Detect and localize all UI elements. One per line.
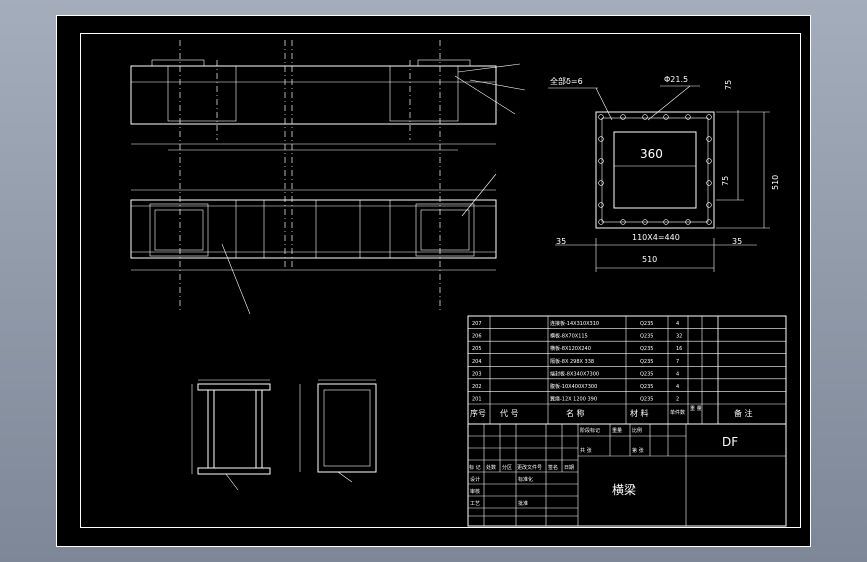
bolt-hole [706,219,712,225]
tb-approve: 批准 [518,500,528,507]
dim-overall-width: 510 [642,255,657,264]
plan-view [130,173,497,315]
bolt-hole [706,114,712,120]
bolt-hole [706,158,712,164]
part-name: 翼缘-12X 1200 390 [550,396,597,403]
tb-stage: 阶段标记 [580,427,600,434]
part-name: 横板-8X120X240 [550,345,591,352]
dim-edge-left: 35 [556,237,566,246]
bolt-hole [598,158,604,164]
part-no: 207 [472,321,482,327]
part-material: Q235 [640,359,653,365]
outer-border [56,15,811,547]
elevation-view [130,40,526,310]
part-no: 206 [472,334,482,340]
tb-date: 日期 [564,465,574,471]
hdr-material: 材 料 [630,408,649,418]
dim-side: 510 [771,175,780,190]
bolt-hole [706,180,712,186]
hdr-code: 代 号 [500,408,519,418]
bolt-hole [598,136,604,142]
tb-checker: 审核 [470,488,480,495]
part-name: 横板-8X70X115 [550,333,588,340]
part-no: 201 [472,397,482,403]
inner-opening [613,131,697,209]
drawing-title: 横梁 [612,482,636,497]
hdr-weight: 重 量 [690,405,702,412]
flange-plate [595,111,715,229]
bolt-hole [706,136,712,142]
dim-edge-right: 35 [732,237,742,246]
tb-sheet-no: 第 张 [632,447,644,454]
tb-marks: 标 记 [469,464,481,471]
title-block: 标 记 处数 分区 更改文件号 签名 日期 设计 标准化 审核 工艺 批准 阶段… [467,423,787,527]
bolt-hole [685,219,691,225]
dim-inner-width: 360 [640,147,663,161]
bolt-hole [598,219,604,225]
part-qty: 4 [676,384,679,390]
bolt-hole [642,114,648,120]
bolt-hole [642,219,648,225]
tb-process: 工艺 [470,501,480,507]
part-no: 203 [472,371,482,377]
hdr-name: 名 称 [566,408,585,418]
hdr-no: 序号 [470,408,486,418]
tb-change-doc: 更改文件号 [517,464,542,471]
part-name: 端封板-8X340X7300 [550,370,599,377]
part-qty: 4 [676,371,679,377]
tb-zone: 分区 [502,464,512,471]
part-name: 腹板-10X400X7300 [550,383,597,390]
part-no: 204 [472,359,482,365]
bolt-hole [598,114,604,120]
part-qty: 4 [676,321,679,327]
inner-border [80,33,801,528]
part-no: 202 [472,384,482,390]
bolt-hole [663,114,669,120]
tb-sign: 签名 [548,464,558,471]
part-material: Q235 [640,321,653,327]
tb-scale: 比例 [632,427,642,434]
tb-revisions: 处数 [486,464,496,471]
dim-side-inner: 75 [721,176,730,186]
part-name: 隔板-8X 298X 338 [550,358,594,365]
bolt-hole [685,114,691,120]
part-material: Q235 [640,384,653,390]
bolt-hole [598,202,604,208]
part-qty: 32 [676,334,682,340]
part-qty: 2 [676,397,679,403]
beam-elevation-outline [130,65,497,125]
bolt-holes [598,114,712,225]
bolt-hole [598,180,604,186]
beam-plan-outline [130,199,497,259]
note-all-thickness: 全部δ=6 [550,76,583,86]
tb-sheets: 共 张 [580,447,592,454]
hole-diameter: Φ21.5 [664,75,688,84]
part-qty: 7 [676,359,679,365]
tb-standard: 标准化 [518,476,533,483]
part-material: Q235 [640,397,653,403]
tb-designer: 设计 [470,476,480,483]
dim-top: 75 [724,80,733,90]
tb-weight: 重量 [612,427,622,434]
bolt-hole [620,219,626,225]
paper-area [56,15,811,547]
section-view: 全部δ=6 Φ21.5 360 110X4=440 510 35 35 75 7… [548,75,780,272]
part-material: Q235 [640,334,653,340]
dim-hole-pitch: 110X4=440 [632,233,680,242]
part-material: Q235 [640,371,653,377]
detail-views [191,379,377,491]
bolt-hole [620,114,626,120]
hdr-note: 备 注 [734,408,753,418]
hdr-qty: 单件数 [670,409,685,416]
drawing-code: DF [722,435,738,449]
bolt-hole [663,219,669,225]
part-no: 205 [472,346,482,352]
part-material: Q235 [640,346,653,352]
part-qty: 16 [676,346,682,352]
part-name: 连接板-14X310X310 [550,320,599,327]
bolt-hole [706,202,712,208]
